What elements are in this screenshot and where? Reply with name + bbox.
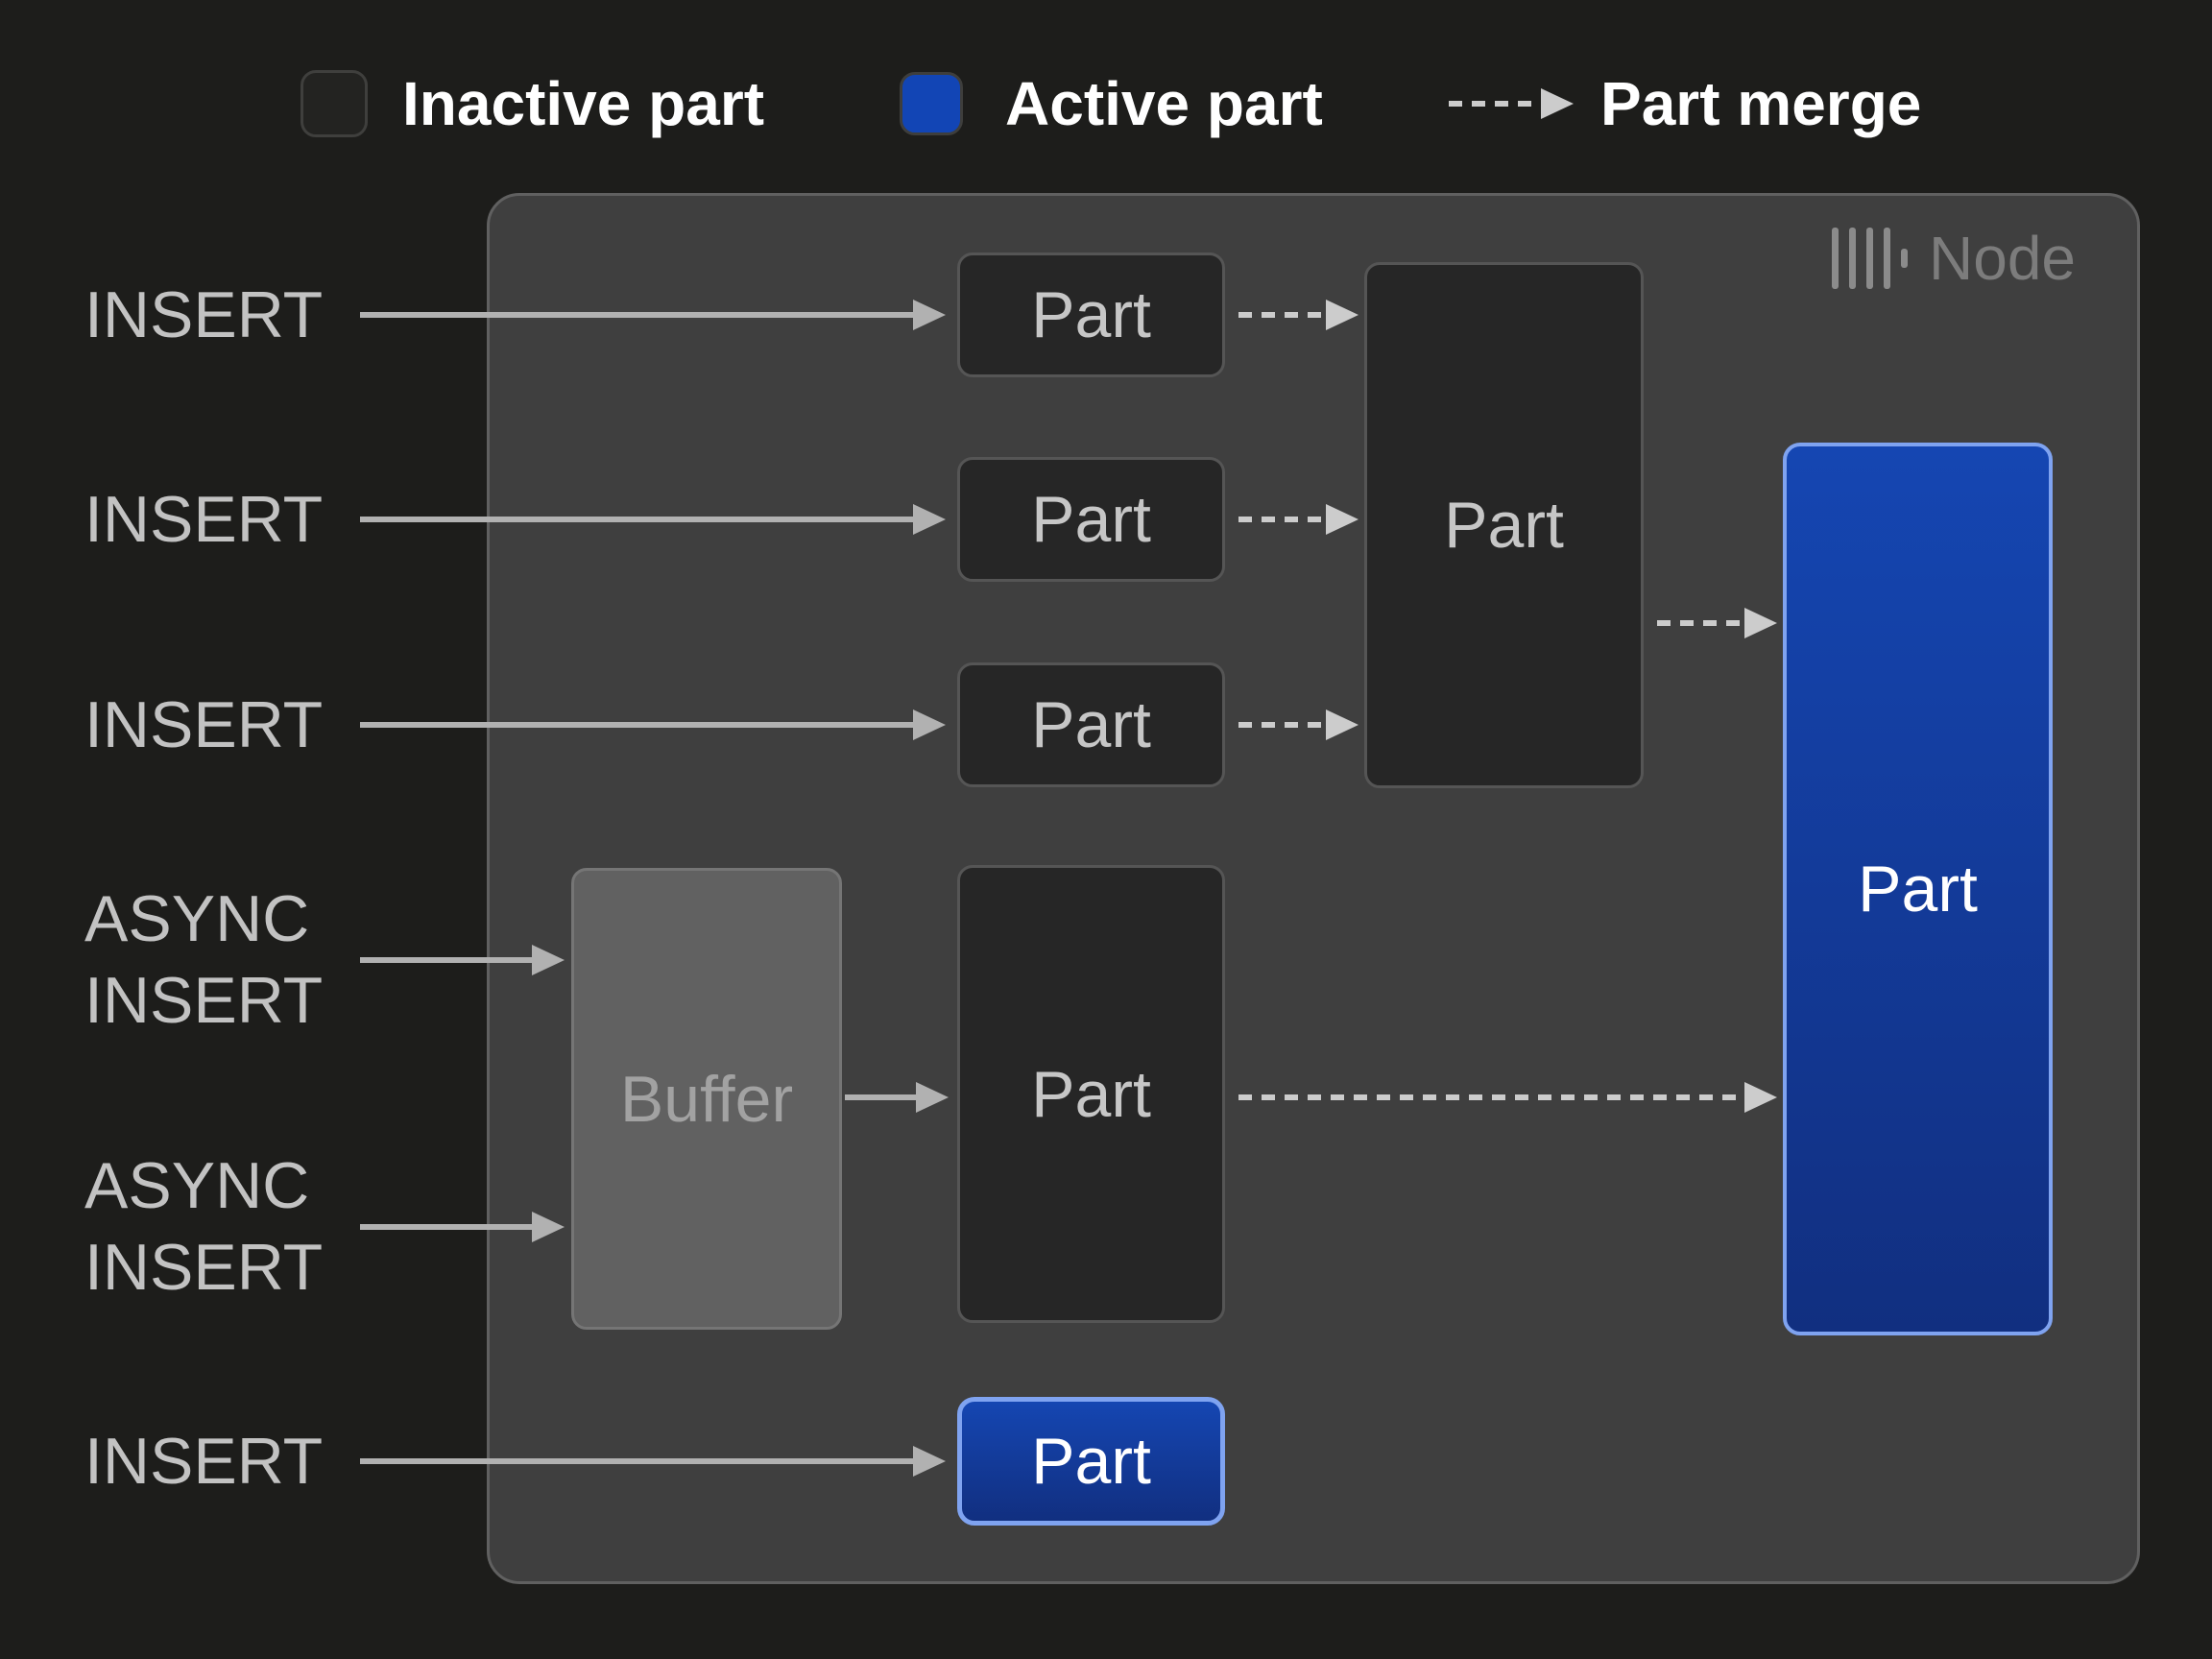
node-title-label: Node (1929, 224, 2076, 293)
bottom-active-part-box: Part (957, 1397, 1225, 1526)
part-box-insert-3: Part (957, 662, 1225, 787)
inactive-part-swatch (301, 70, 368, 137)
insert-arrow-3 (360, 709, 946, 740)
part-box-merged: Part (1364, 262, 1644, 788)
active-part-swatch (900, 72, 963, 135)
part-merge-arrow-icon (1449, 88, 1574, 119)
insert-label-3: INSERT (84, 688, 324, 761)
insert-arrow-2 (360, 504, 946, 535)
part-box-buffered: Part (957, 865, 1225, 1323)
buffer-label: Buffer (619, 1062, 794, 1136)
merge-arrow-1 (1238, 300, 1358, 330)
async-insert-arrow-1 (360, 945, 565, 975)
part-label: Part (1858, 853, 1978, 926)
merge-arrow-3 (1238, 709, 1358, 740)
merge-arrow-2 (1238, 504, 1358, 535)
insert-label-2: INSERT (84, 483, 324, 556)
async-insert-label-1: ASYNC INSERT (84, 882, 324, 1037)
insert-label-4: INSERT (84, 1425, 324, 1498)
buffer-box: Buffer (571, 868, 842, 1330)
legend-merge-label: Part merge (1600, 69, 1922, 138)
active-part-box: Part (1783, 443, 2053, 1335)
insert-label-1: INSERT (84, 278, 324, 351)
legend-inactive-label: Inactive part (402, 69, 765, 138)
part-box-insert-1: Part (957, 252, 1225, 377)
async-insert-label-2: ASYNC INSERT (84, 1149, 324, 1304)
node-title: Node (1832, 224, 2076, 293)
merge-arrow-to-active (1657, 608, 1777, 638)
part-label: Part (1031, 688, 1151, 761)
part-box-insert-2: Part (957, 457, 1225, 582)
part-label: Part (1031, 1057, 1151, 1131)
part-label: Part (1031, 278, 1151, 351)
part-label: Part (1031, 1425, 1151, 1498)
part-label: Part (1031, 483, 1151, 556)
legend-active-label: Active part (1005, 69, 1323, 138)
clickhouse-bars-icon (1832, 227, 1908, 290)
part-label: Part (1444, 489, 1564, 562)
insert-arrow-4 (360, 1446, 946, 1477)
async-insert-arrow-2 (360, 1212, 565, 1242)
legend: Inactive part Active part Part merge (0, 0, 2212, 154)
merge-arrow-buffered-to-active (1238, 1082, 1777, 1113)
insert-arrow-1 (360, 300, 946, 330)
buffer-flush-arrow (845, 1082, 949, 1113)
